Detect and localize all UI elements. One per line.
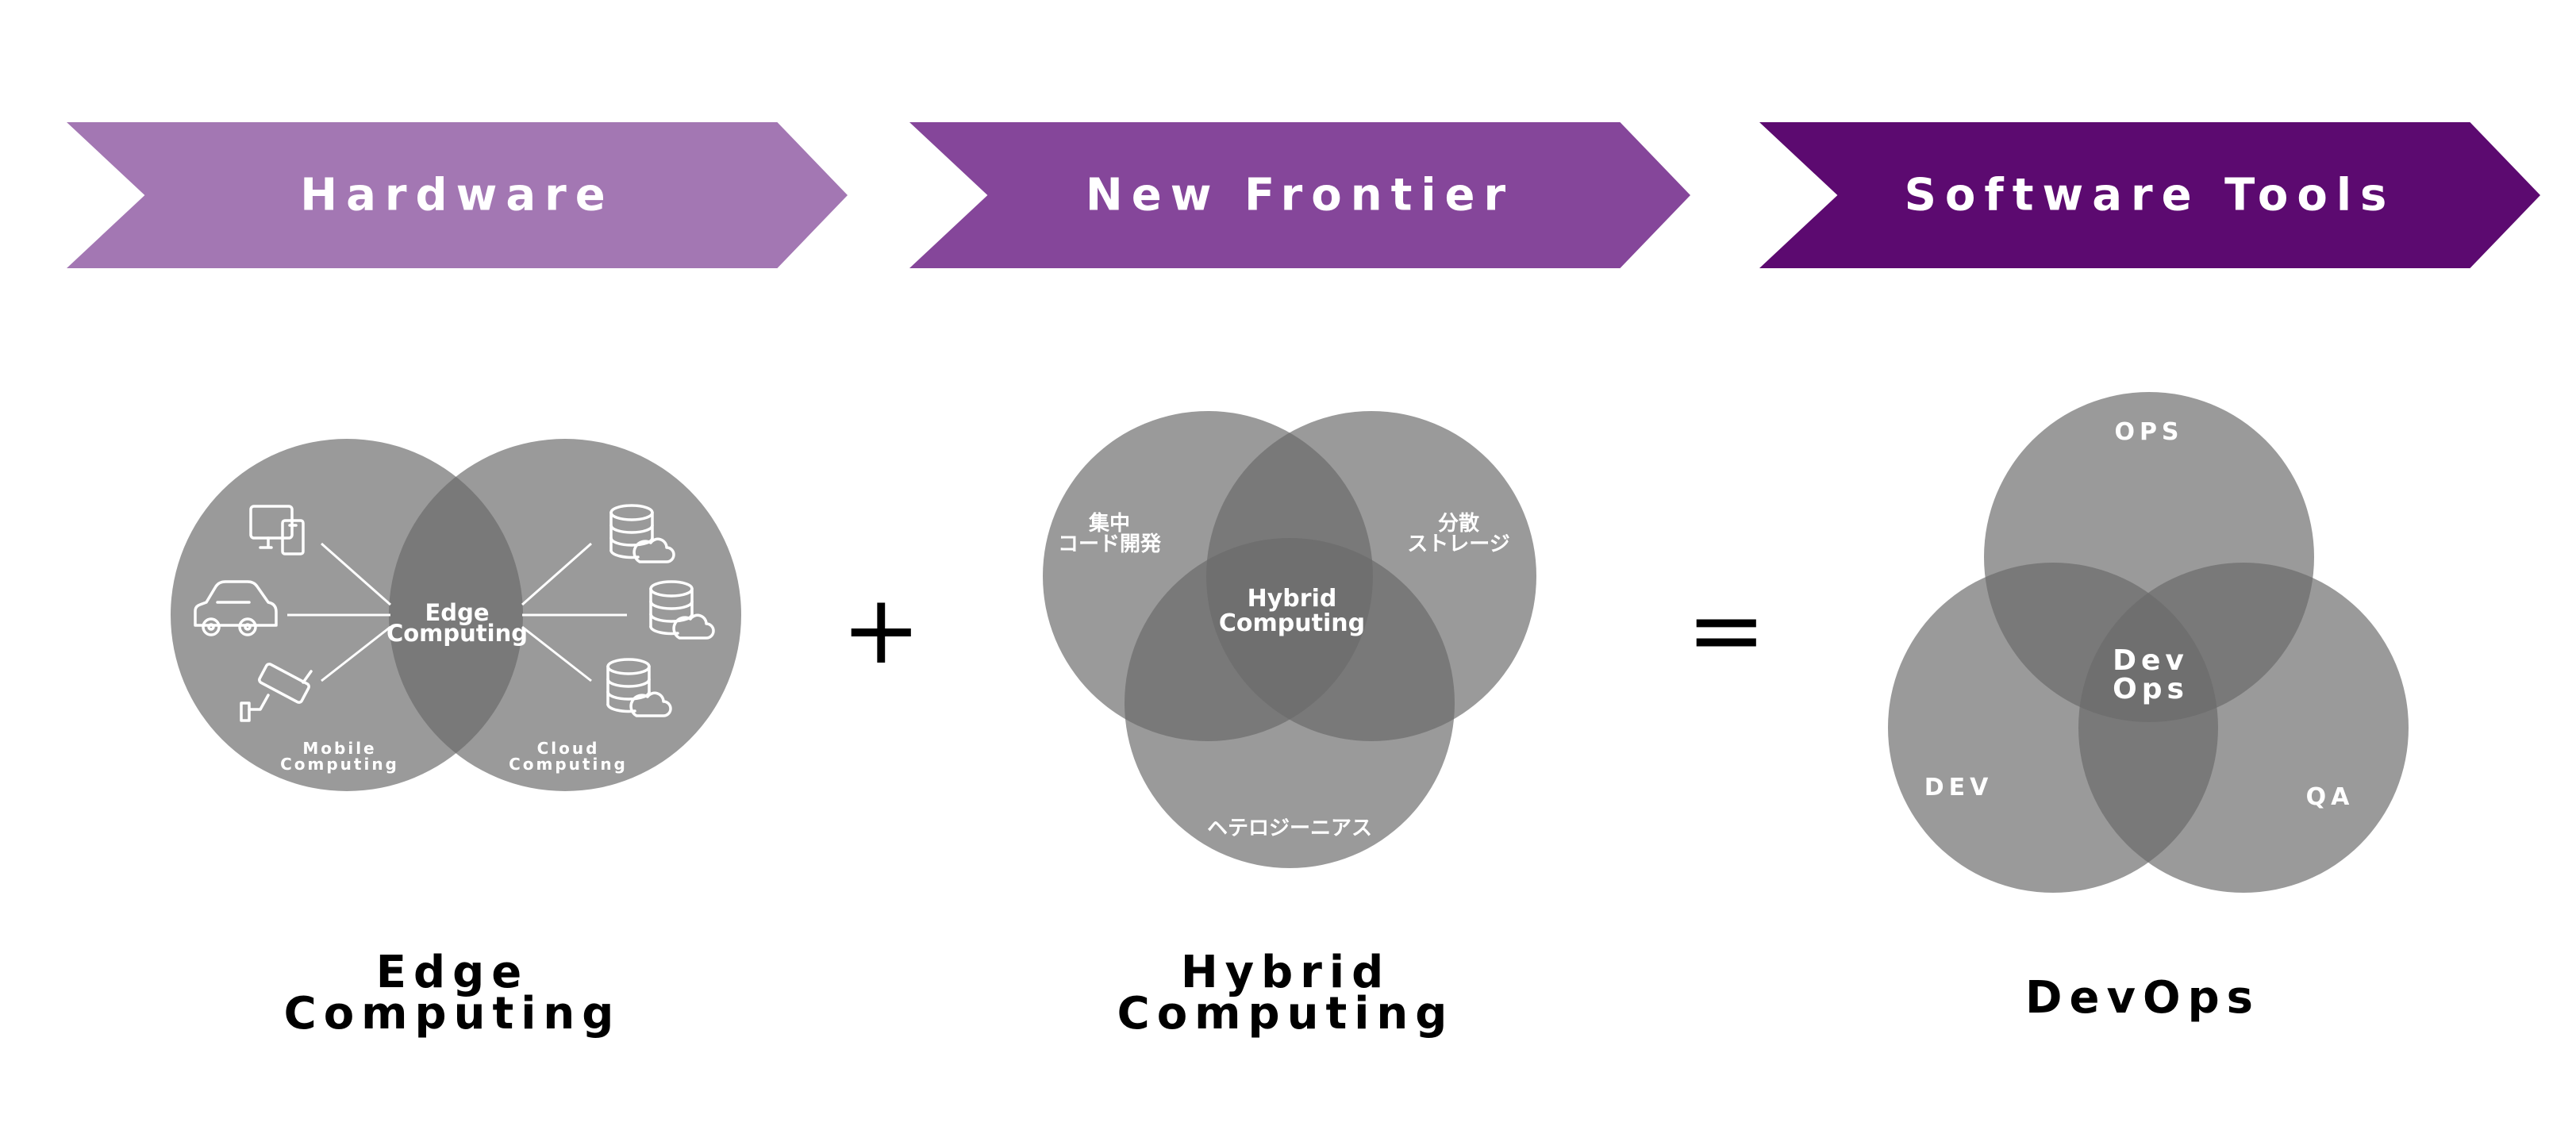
centralized-label-2: コード開発	[1058, 532, 1162, 556]
devops-center-label-1: Dev	[2113, 644, 2189, 677]
edge-center-label-2: Computing	[386, 620, 528, 647]
distributed-label-1: 分散	[1438, 512, 1479, 536]
equals-operator: =	[1686, 575, 1767, 686]
new-frontier-banner: New Frontier	[909, 122, 1690, 268]
hardware-banner-label: Hardware	[300, 169, 614, 221]
software-tools-banner: Software Tools	[1759, 122, 2540, 268]
hybrid-computing-caption: Hybrid Computing	[1095, 947, 1476, 1040]
devops-venn: OPS DEV QA Dev Ops	[1888, 392, 2409, 893]
plus-operator: +	[841, 575, 921, 686]
qa-label: QA	[2306, 783, 2355, 811]
security-camera-icon	[240, 663, 313, 722]
qa-circle	[2078, 563, 2409, 893]
edge-caption-line-2: Computing	[283, 988, 621, 1040]
hybrid-center-label-2: Computing	[1219, 609, 1365, 637]
heterogeneous-circle	[1125, 538, 1455, 868]
devops-center-label-2: Ops	[2113, 673, 2189, 705]
mobile-computing-label-2: Computing	[280, 755, 399, 774]
cloud-computing-label-2: Computing	[509, 755, 628, 774]
edge-center-label-1: Edge	[425, 599, 490, 626]
hybrid-caption-line-1: Hybrid	[1180, 947, 1391, 998]
hardware-banner: Hardware	[67, 122, 848, 268]
edge-connector-lines	[287, 542, 627, 682]
car-icon	[194, 580, 278, 636]
hybrid-venn: 集中 コード開発 分散 ストレージ ヘテロジーニアス Hybrid Comput…	[1043, 411, 1536, 868]
new-frontier-banner-label: New Frontier	[1085, 169, 1515, 221]
cloud-computing-label-1: Cloud	[537, 739, 600, 758]
edge-venn: Edge Computing Mobile Computing Cloud Co…	[171, 439, 741, 791]
hybrid-caption-line-2: Computing	[1117, 988, 1455, 1040]
heterogeneous-label: ヘテロジーニアス	[1207, 817, 1372, 840]
devices-icon	[249, 505, 305, 555]
hybrid-center-label-1: Hybrid	[1248, 585, 1337, 613]
software-tools-banner-label: Software Tools	[1904, 169, 2396, 221]
mobile-computing-label-1: Mobile	[302, 739, 376, 758]
centralized-label-1: 集中	[1088, 511, 1130, 536]
devops-caption: DevOps	[1952, 972, 2333, 1024]
edge-caption-line-1: Edge	[375, 947, 529, 998]
distributed-label-2: ストレージ	[1407, 532, 1509, 556]
devops-caption-line: DevOps	[2025, 972, 2260, 1024]
dev-label: DEV	[1924, 774, 1994, 801]
ops-label: OPS	[2114, 418, 2183, 446]
edge-computing-caption: Edge Computing	[262, 947, 643, 1040]
